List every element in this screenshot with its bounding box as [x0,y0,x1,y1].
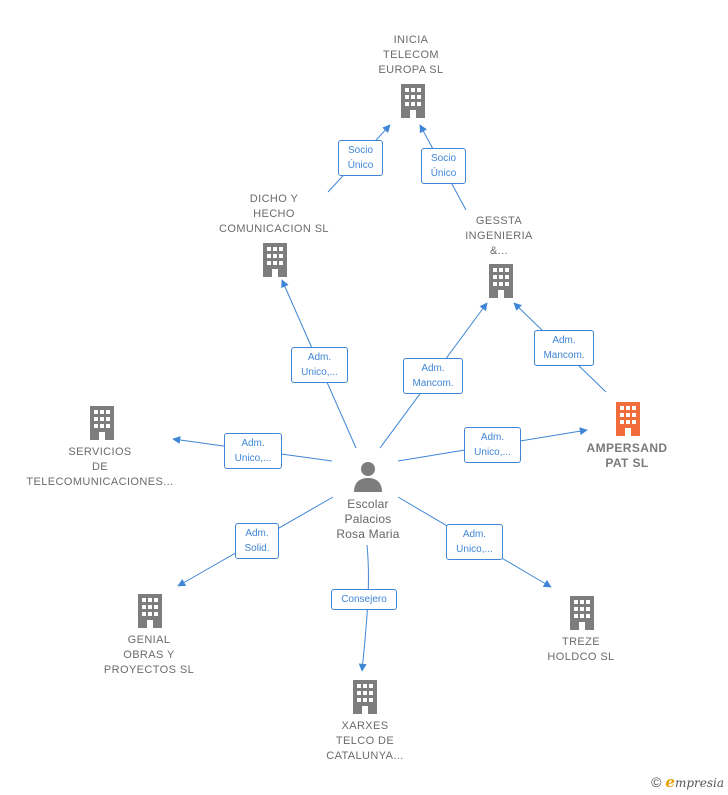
node-label-line: PROYECTOS SL [103,664,195,676]
edge-label-ampersand-gessta[interactable]: Adm. Mancom. [534,330,594,366]
edge-label-person-servicios[interactable]: Adm. Unico,... [224,433,282,469]
edge-label-person-dicho[interactable]: Adm. Unico,... [291,347,348,383]
node-label-line: AMPERSAND [586,441,668,455]
node-label-line: DE [91,461,109,473]
node-label-line: &... [489,245,509,257]
footer-brand: ©empresia [651,773,724,791]
edge-label-gessta-inicia[interactable]: Socio Único [421,148,466,184]
building-icon[interactable] [612,402,644,436]
edge-label-line: Unico,... [301,367,338,378]
node-label-line: HOLDCO SL [547,651,615,663]
node-label-person[interactable]: Escolar Palacios Rosa Maria [316,497,420,542]
node-label-line: TELECOMUNICACIONES... [26,476,174,488]
edge-label-line: Mancom. [412,378,454,389]
building-icon[interactable] [349,680,381,714]
edge-label-line: Único [347,160,374,171]
node-label-line: DICHO Y [249,193,299,205]
node-label-line: SERVICIOS [68,446,132,458]
node-label-treze[interactable]: TREZE HOLDCO SL [522,635,640,665]
node-label-dicho[interactable]: DICHO Y HECHO COMUNICACION SL [208,192,340,237]
node-label-line: INICIA [393,34,429,46]
edge-label-line: Consejero [341,594,387,605]
node-label-gessta[interactable]: GESSTA INGENIERIA &... [440,214,558,259]
edge-label-line: Solid. [244,543,270,554]
edge-label-line: Socio [430,153,456,164]
node-label-ampersand[interactable]: AMPERSAND PAT SL [572,441,682,471]
node-label-line: Palacios [344,512,392,526]
node-label-line: TREZE [561,636,601,648]
edge-label-person-treze[interactable]: Adm. Unico,... [446,524,503,560]
building-icon[interactable] [134,594,166,628]
node-label-servicios[interactable]: SERVICIOS DE TELECOMUNICACIONES... [16,445,184,490]
node-label-line: CATALUNYA... [326,750,404,762]
edge-label-line: Adm. [241,438,265,449]
node-label-line: TELECOM [383,49,439,61]
edge-label-line: Único [430,168,457,179]
edge-label-line: Adm. [552,335,576,346]
edge-label-line: Unico,... [234,453,272,464]
edge-label-dicho-inicia[interactable]: Socio Único [338,140,383,176]
edge-label-line: Unico,... [456,544,493,555]
brand-logo-initial: e [665,773,675,791]
node-label-line: OBRAS Y [123,649,175,661]
edge-label-person-gessta[interactable]: Adm. Mancom. [403,358,463,394]
node-label-line: HECHO [253,208,295,220]
node-label-line: INGENIERIA [465,230,533,242]
building-icon[interactable] [485,264,517,298]
node-label-line: COMUNICACION SL [219,223,329,235]
node-label-line: Escolar [347,497,389,511]
edge-label-line: Socio [347,145,373,156]
edge-label-line: Adm. [480,432,505,443]
person-icon[interactable] [352,460,384,492]
node-label-line: GESSTA [475,215,523,227]
edge-label-line: Adm. [307,352,332,363]
edge-label-line: Adm. [421,363,445,374]
edge-label-line: Unico,... [474,447,511,458]
edge-label-line: Adm. [462,529,487,540]
node-label-line: TELCO DE [335,735,395,747]
node-label-line: Rosa Maria [336,527,400,541]
edge-label-person-ampersand[interactable]: Adm. Unico,... [464,427,521,463]
edge-label-line: Mancom. [543,350,585,361]
node-label-line: EUROPA SL [378,64,444,76]
node-label-line: XARXES [341,720,389,732]
node-label-line: PAT SL [605,456,649,470]
building-icon[interactable] [397,84,429,118]
edge-label-line: Adm. [245,528,269,539]
node-label-genial[interactable]: GENIAL OBRAS Y PROYECTOS SL [90,633,208,678]
building-icon[interactable] [566,596,598,630]
brand-name: mpresia [674,776,724,790]
node-label-inicia[interactable]: INICIA TELECOM EUROPA SL [350,33,472,78]
edge-label-person-genial[interactable]: Adm. Solid. [235,523,279,559]
node-label-line: GENIAL [127,634,171,646]
node-label-xarxes[interactable]: XARXES TELCO DE CATALUNYA... [306,719,424,764]
copyright-symbol: © [651,774,662,790]
building-icon[interactable] [86,406,118,440]
edge-label-person-xarxes[interactable]: Consejero [331,589,397,610]
building-icon[interactable] [259,243,291,277]
